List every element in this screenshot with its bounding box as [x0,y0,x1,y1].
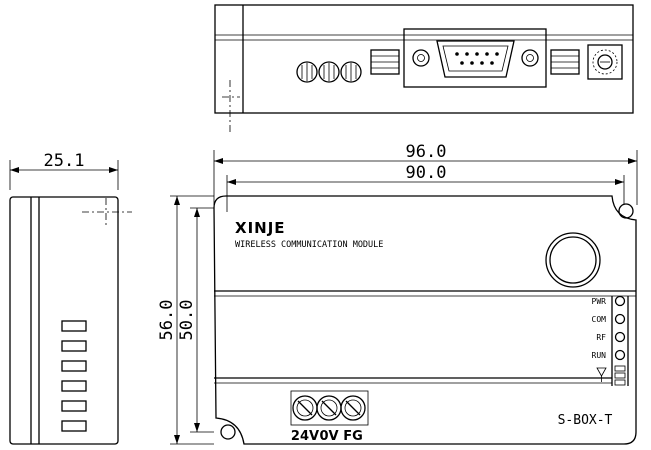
led-label-pwr: PWR [592,297,607,306]
side-vent-slots [61,320,87,432]
led-label-rf: RF [596,333,606,342]
body-width-label: 90.0 [406,163,447,183]
module-subtitle: WIRELESS COMMUNICATION MODULE [235,240,383,250]
led-pwr-indicator [614,295,626,307]
led-label-com: COM [592,315,607,324]
led-label-run: RUN [592,351,607,360]
overall-height-label: 56.0 [157,300,177,341]
top-vent-left [370,49,400,75]
led-run-indicator [614,349,626,361]
terminal-label-fg: FG [343,429,363,444]
side-view-outline [9,196,119,445]
power-terminals: 24V 0V FG [290,390,369,444]
top-vent-right [550,49,580,75]
front-view-outline [213,195,637,445]
brand-logo: XINJE [235,219,286,237]
model-label: S-BOX-T [558,413,613,428]
mount-hole-bottom-left [220,424,236,440]
mount-hole-top-right [618,203,634,219]
side-view: 25.1 [9,151,132,445]
body-height-label: 50.0 [177,300,197,341]
top-terminal-screws [296,61,362,83]
db9-connector [403,28,547,88]
top-view-outline [214,4,634,114]
terminal-label-24v: 24V [291,429,319,444]
overall-width-label: 96.0 [406,142,447,162]
rotary-switch [587,44,623,80]
led-panel: PWR COM RF RUN [592,295,629,386]
terminal-screw-fg [340,395,366,421]
antenna-symbol-icon [596,367,607,382]
front-view: 96.0 90.0 56.0 50.0 XINJE WIRELESS COMMU… [157,142,638,445]
antenna-knob [545,232,601,288]
depth-dimension-label: 25.1 [44,151,85,171]
led-rf-indicator [614,331,626,343]
led-com-indicator [614,313,626,325]
terminal-label-0v: 0V [319,429,338,444]
top-view [214,4,634,132]
